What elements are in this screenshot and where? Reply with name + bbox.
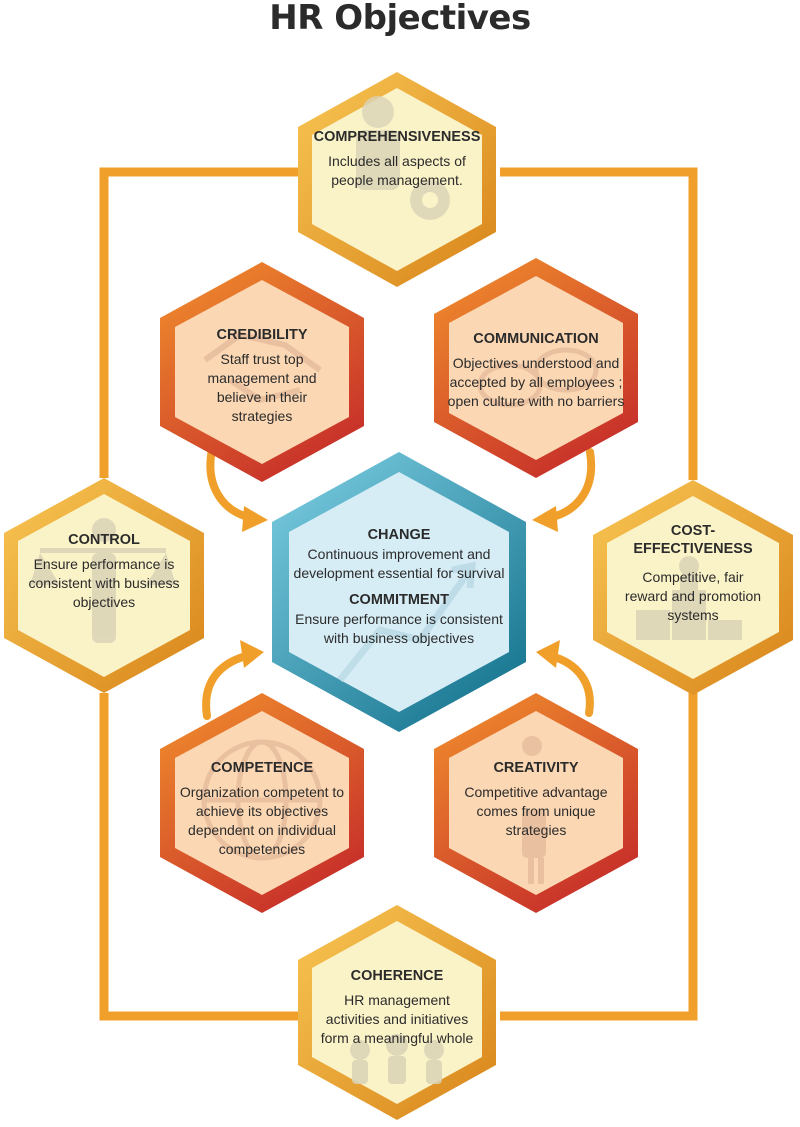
coherence-title: COHERENCE <box>350 968 444 984</box>
hex-credibility <box>160 262 364 482</box>
cost-effectiveness-title: COST- EFFECTIVENESS <box>633 522 752 558</box>
center-text: CHANGE Continuous improvement and develo… <box>284 526 514 656</box>
control-title: CONTROL <box>68 532 140 548</box>
connector-frame <box>99 167 698 1021</box>
balance-person-icon <box>30 518 176 643</box>
change-desc: Continuous improvement and development e… <box>293 546 505 581</box>
globe-icon <box>201 739 323 861</box>
creativity-desc: Competitive advantage comes from unique … <box>464 784 608 838</box>
arrowhead-communication <box>532 506 558 532</box>
arrowhead-credibility <box>242 506 268 532</box>
hex-cost-effectiveness <box>593 480 793 695</box>
cost-effectiveness-text: COST- EFFECTIVENESS Competitive, fair re… <box>605 522 781 625</box>
competence-title: COMPETENCE <box>210 760 314 776</box>
credibility-desc: Staff trust top management and believe i… <box>207 351 317 424</box>
hex-control <box>4 478 204 693</box>
creativity-text: CREATIVITY Competitive advantage comes f… <box>446 759 626 840</box>
commitment-title: COMMITMENT <box>349 592 449 608</box>
arrowhead-competence <box>240 640 264 668</box>
commitment-desc: Ensure performance is consistent with bu… <box>295 611 503 646</box>
lightbulb-person-icon <box>522 736 546 884</box>
arrowhead-creativity <box>536 640 560 668</box>
comprehensiveness-desc: Includes all aspects of people managemen… <box>328 153 466 188</box>
hex-communication <box>434 258 638 478</box>
page-title: HR Objectives <box>269 0 531 38</box>
credibility-title: CREDIBILITY <box>216 327 308 343</box>
arrow-creativity <box>547 652 594 717</box>
arrow-competence <box>202 652 250 720</box>
communication-title: COMMUNICATION <box>473 331 599 347</box>
credibility-text: CREDIBILITY Staff trust top management a… <box>180 326 344 426</box>
speech-bubbles-icon <box>477 347 599 408</box>
coherence-text: COHERENCE HR management activities and i… <box>298 967 496 1048</box>
arrow-heads <box>240 506 560 668</box>
hex-competence <box>160 693 364 913</box>
cost-effectiveness-desc: Competitive, fair reward and promotion s… <box>624 569 762 623</box>
coherence-desc: HR management activities and initiatives… <box>320 992 474 1046</box>
hex-coherence <box>298 905 496 1120</box>
communication-desc: Objectives understood and accepted by al… <box>447 355 625 409</box>
competence-text: COMPETENCE Organization competent to ach… <box>172 759 352 859</box>
control-desc: Ensure performance is consistent with bu… <box>28 556 180 610</box>
podium-icon <box>636 556 742 640</box>
cost-effectiveness-title-line1: COST- <box>670 523 716 539</box>
comprehensiveness-text: COMPREHENSIVENESS Includes all aspects o… <box>298 128 496 190</box>
cost-effectiveness-title-line2: EFFECTIVENESS <box>633 541 753 557</box>
communication-text: COMMUNICATION Objectives understood and … <box>446 330 626 411</box>
upward-arrow-man-icon <box>337 561 476 683</box>
change-title: CHANGE <box>367 527 431 543</box>
competence-desc: Organization competent to achieve its ob… <box>179 784 345 857</box>
hex-center <box>272 452 526 732</box>
hex-creativity <box>434 693 638 913</box>
person-gear-icon <box>356 96 450 220</box>
team-icon <box>350 1034 444 1084</box>
control-text: CONTROL Ensure performance is consistent… <box>14 531 194 612</box>
handshake-icon <box>203 331 322 404</box>
comprehensiveness-title: COMPREHENSIVENESS <box>313 129 481 145</box>
creativity-title: CREATIVITY <box>493 760 579 776</box>
hex-comprehensiveness <box>298 72 496 287</box>
